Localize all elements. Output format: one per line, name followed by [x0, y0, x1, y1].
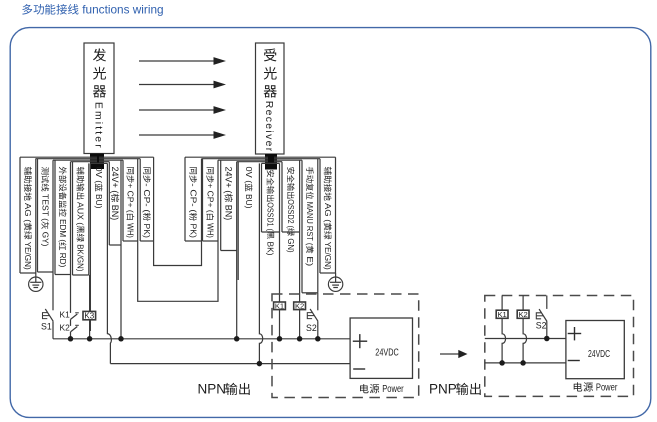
svg-text:K3: K3: [84, 311, 94, 320]
svg-text:- CP- (: - CP- (: [142, 183, 152, 213]
svg-text:K2: K2: [518, 310, 527, 319]
svg-text:S2: S2: [536, 321, 547, 331]
svg-text:+ CP+ (: + CP+ (: [125, 183, 135, 213]
svg-text:S2: S2: [306, 323, 317, 333]
svg-text:PK): PK): [188, 221, 198, 238]
svg-text:PNP: PNP: [429, 382, 457, 397]
svg-text:YE/GN): YE/GN): [23, 240, 33, 270]
svg-text:K2: K2: [295, 301, 304, 310]
svg-text:K1: K1: [497, 310, 506, 319]
svg-text:E): E): [305, 254, 315, 267]
svg-text:GY): GY): [40, 230, 50, 247]
svg-text:NPN: NPN: [198, 382, 227, 397]
svg-text:AUX (: AUX (: [76, 200, 86, 225]
svg-text:K1: K1: [60, 310, 71, 320]
svg-text:0V (: 0V (: [244, 167, 254, 184]
svg-text:+ CP+ (: + CP+ (: [205, 183, 215, 213]
svg-text:K1: K1: [275, 301, 284, 310]
svg-text:WH): WH): [125, 221, 135, 238]
svg-text:Power: Power: [382, 384, 404, 395]
svg-text:AG (: AG (: [23, 201, 33, 223]
svg-text:YE/GN): YE/GN): [323, 240, 333, 270]
svg-text:AG (: AG (: [323, 201, 333, 223]
svg-text:OSSD1 (: OSSD1 (: [266, 202, 275, 231]
svg-text:WH): WH): [205, 221, 215, 238]
svg-text:24VDC: 24VDC: [375, 347, 399, 358]
svg-text:BN): BN): [110, 202, 120, 220]
svg-text:GN): GN): [286, 236, 295, 253]
svg-text:EDM (: EDM (: [58, 217, 68, 242]
svg-text:BN): BN): [224, 202, 234, 220]
svg-text:BU): BU): [244, 192, 254, 209]
svg-text:24V+ (: 24V+ (: [224, 167, 234, 194]
svg-text:TEST (: TEST (: [40, 192, 50, 222]
svg-text:BU): BU): [94, 192, 104, 209]
svg-text:0V (: 0V (: [94, 167, 104, 184]
svg-text:Power: Power: [596, 383, 618, 394]
svg-text:BK): BK): [266, 239, 275, 256]
svg-text:PK): PK): [142, 221, 152, 238]
svg-text:RD): RD): [58, 251, 68, 268]
svg-text:OSSD2 (: OSSD2 (: [286, 199, 295, 228]
svg-text:Receiver: Receiver: [263, 101, 274, 152]
svg-text:BK/GN): BK/GN): [76, 242, 86, 272]
svg-text:S1: S1: [41, 322, 52, 332]
svg-text:24VDC: 24VDC: [588, 349, 610, 360]
svg-text:24V+ (: 24V+ (: [110, 167, 120, 194]
svg-text:functions wiring: functions wiring: [79, 2, 164, 16]
svg-text:K2: K2: [60, 322, 71, 332]
svg-text:- CP- (: - CP- (: [188, 183, 198, 213]
svg-text:MANU RST (: MANU RST (: [305, 200, 315, 246]
